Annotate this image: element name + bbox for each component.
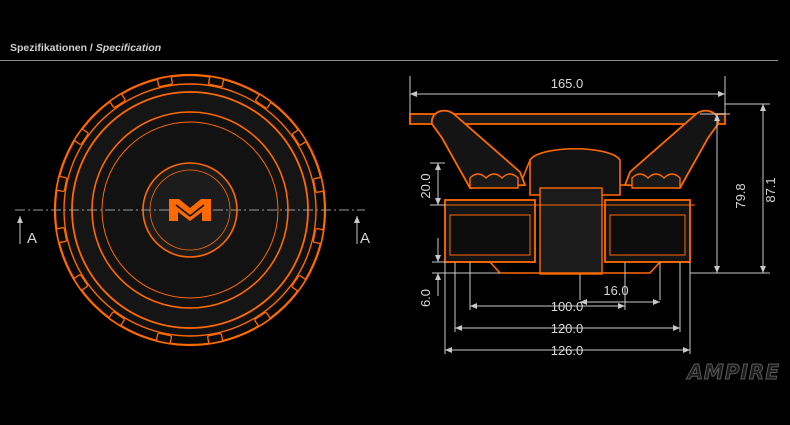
brand-name: AMPIRE [685, 360, 780, 384]
dim-width-top: 165.0 [551, 76, 584, 91]
header-rule [0, 60, 778, 61]
side-magnet-right-inner [609, 214, 686, 256]
section-marker-right: A [360, 230, 370, 247]
spec-title-separator: / [87, 42, 96, 54]
side-spider-right [631, 173, 681, 189]
spec-title-en: Specification [95, 42, 162, 54]
mounting-tab [155, 332, 173, 345]
ampire-brand-logo: AMPIRE [685, 360, 780, 384]
side-mount-flange [409, 113, 726, 125]
side-dust-cap [529, 148, 621, 196]
spec-header: Spezifikationen / Specification [10, 42, 161, 54]
dim-depth-total: 87.1 [763, 177, 778, 202]
mounting-tab [312, 227, 325, 245]
side-pole-piece [539, 187, 603, 275]
mounting-tab [55, 175, 68, 193]
front-view: A A [15, 73, 370, 347]
mounting-tab [207, 332, 224, 345]
mounting-tab [291, 129, 307, 146]
side-bottom-plate [445, 261, 690, 274]
section-marker-left: A [27, 230, 37, 247]
dim-magnet-120: 120.0 [551, 321, 584, 336]
mounting-tab [55, 227, 68, 244]
mounting-tab [207, 75, 225, 88]
mounting-tab [255, 94, 272, 109]
mounting-tab [109, 93, 126, 109]
mounting-tab [74, 128, 89, 145]
side-view [409, 109, 726, 275]
dim-plate-height: 6.0 [418, 289, 433, 307]
mounting-tab [291, 275, 306, 292]
dim-coil: 16.0 [603, 283, 628, 298]
side-spider-left [469, 173, 519, 189]
mounting-tab [254, 311, 271, 327]
dim-mount-height: 20.0 [418, 173, 433, 198]
side-magnet-left-inner [449, 214, 531, 256]
mounting-tab [108, 311, 125, 326]
dimension-lines [409, 76, 770, 354]
mounting-tab [156, 75, 173, 88]
dim-magnet-126: 126.0 [551, 343, 584, 358]
mounting-tab [312, 176, 325, 193]
dimension-labels: 165.0 20.0 79.8 87.1 6.0 16.0 100.0 120.… [418, 76, 778, 358]
spec-title-de: Spezifikationen [10, 42, 88, 54]
dim-depth-inner: 79.8 [733, 183, 748, 208]
dim-magnet-100: 100.0 [551, 299, 584, 314]
front-mounting-tabs [55, 75, 325, 345]
mounting-tab [73, 274, 89, 291]
ampire-logo-icon [169, 199, 211, 221]
